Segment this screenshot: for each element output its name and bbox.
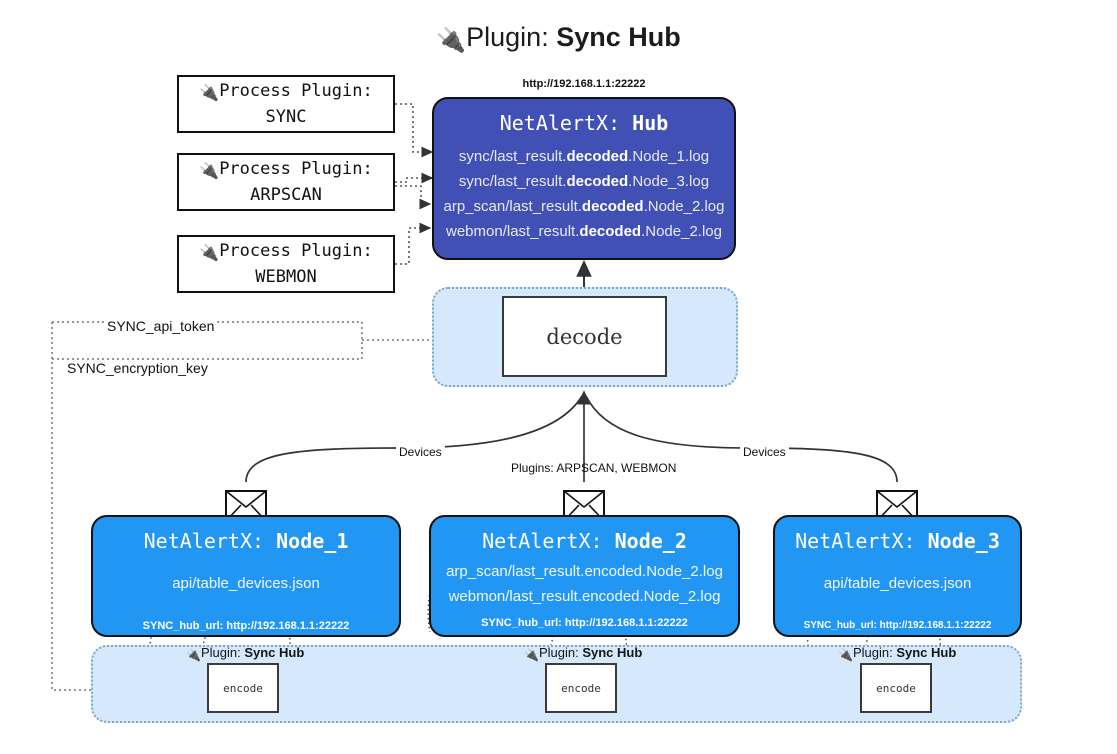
node-data-line: api/table_devices.json (823, 575, 972, 592)
encode-label: encode (876, 681, 916, 695)
plug-icon: 🔌 (199, 160, 220, 180)
process-plugin-arpscan[interactable]: 🔌Process Plugin: ARPSCAN (177, 153, 395, 211)
process-plugin-label: Process Plugin: (219, 158, 373, 179)
page-title-strong: Sync Hub (556, 22, 681, 52)
process-plugin-webmon[interactable]: 🔌Process Plugin: WEBMON (177, 235, 395, 293)
plug-icon: 🔌 (436, 27, 467, 54)
hub-log-line: sync/last_result.decoded.Node_3.log (434, 169, 734, 194)
hub-log-post: .Node_2.log (641, 223, 722, 240)
encoder-caption-prefix: Plugin: (852, 645, 893, 660)
hub-log-post: .Node_1.log (628, 148, 710, 165)
plug-icon: 🔌 (186, 648, 201, 662)
node-title-name: Node_1 (276, 529, 349, 553)
hub-log-pre: sync/last_result. (458, 173, 567, 190)
process-plugin-name: WEBMON (255, 266, 317, 287)
edge-label-devices-right: Devices (740, 445, 789, 459)
node-title-name: Node_3 (927, 529, 1000, 553)
hub-log-post: .Node_3.log (628, 173, 710, 190)
process-plugin-sync[interactable]: 🔌Process Plugin: SYNC (177, 75, 395, 133)
hub-title: NetAlertX: Hub (434, 111, 734, 135)
node-title-prefix: NetAlertX: (143, 529, 265, 553)
hub-log-line: arp_scan/last_result.decoded.Node_2.log (434, 194, 734, 219)
node-title-prefix: NetAlertX: (795, 529, 916, 553)
encoder-caption-prefix: Plugin: (200, 645, 241, 660)
page-title: 🔌Plugin: Sync Hub (0, 17, 1117, 61)
plug-icon: 🔌 (524, 648, 539, 662)
hub-log-post: .Node_2.log (643, 198, 725, 215)
encoder-caption-strong: Sync Hub (896, 645, 957, 660)
hub-log-mid: decoded (566, 173, 629, 190)
hub-log-mid: decoded (566, 148, 629, 165)
decode-box[interactable]: decode (502, 296, 667, 377)
encode-label: encode (561, 681, 601, 695)
edge-label-plugins-center: Plugins: ARPSCAN, WEBMON (511, 461, 677, 475)
process-plugin-label: Process Plugin: (219, 240, 373, 261)
process-plugin-label: Process Plugin: (219, 80, 373, 101)
node-card-node-1[interactable]: NetAlertX: Node_1 api/table_devices.json… (91, 515, 401, 637)
node-data-line: webmon/last_result.encoded.Node_2.log (448, 588, 721, 605)
node-data-line: arp_scan/last_result.encoded.Node_2.log (446, 563, 723, 580)
node-title: NetAlertX: Node_3 (775, 529, 1020, 553)
node-footer: SYNC_hub_url: http://192.168.1.1:22222 (142, 620, 350, 632)
setting-api-token: SYNC_api_token (104, 318, 218, 334)
encode-box-node-2[interactable]: encode (545, 663, 617, 713)
process-plugin-name: SYNC (265, 106, 307, 127)
hub-log-pre: sync/last_result. (458, 148, 567, 165)
node-title-prefix: NetAlertX: (482, 529, 603, 553)
node-card-node-3[interactable]: NetAlertX: Node_3 api/table_devices.json… (773, 515, 1022, 637)
hub-log-mid: decoded (579, 223, 642, 240)
edge-label-devices-left: Devices (396, 445, 445, 459)
node-title: NetAlertX: Node_1 (93, 529, 399, 553)
hub-log-pre: arp_scan/last_result. (443, 198, 582, 215)
hub-card[interactable]: NetAlertX: Hub sync/last_result.decoded.… (432, 97, 736, 260)
process-plugin-name: ARPSCAN (250, 184, 322, 205)
hub-title-prefix: NetAlertX: (499, 111, 621, 135)
hub-log-pre: webmon/last_result. (446, 223, 580, 240)
node-title-name: Node_2 (614, 529, 687, 553)
hub-log-line: sync/last_result.decoded.Node_1.log (434, 144, 734, 169)
node-footer: SYNC_hub_url: http://192.168.1.1:22222 (803, 620, 992, 631)
hub-title-name: Hub (632, 111, 669, 135)
node-footer: SYNC_hub_url: http://192.168.1.1:22222 (481, 617, 688, 629)
page-title-prefix: Plugin: (466, 22, 549, 52)
encoder-caption-node-1: 🔌Plugin: Sync Hub (186, 645, 304, 662)
node-card-node-2[interactable]: NetAlertX: Node_2 arp_scan/last_result.e… (429, 515, 740, 637)
hub-log-mid: decoded (581, 198, 644, 215)
decode-label: decode (546, 324, 623, 349)
plug-icon: 🔌 (199, 242, 220, 262)
hub-log-line: webmon/last_result.decoded.Node_2.log (434, 219, 734, 244)
encode-box-node-1[interactable]: encode (207, 663, 279, 713)
plug-icon: 🔌 (838, 648, 853, 662)
encoder-caption-strong: Sync Hub (582, 645, 643, 660)
node-data-line: api/table_devices.json (172, 575, 320, 592)
hub-url: http://192.168.1.1:22222 (522, 78, 646, 90)
encoder-caption-node-2: 🔌Plugin: Sync Hub (524, 645, 642, 662)
setting-encryption-key: SYNC_encryption_key (64, 360, 211, 376)
encoder-caption-strong: Sync Hub (244, 645, 305, 660)
node-title: NetAlertX: Node_2 (431, 529, 738, 553)
encode-box-node-3[interactable]: encode (860, 663, 932, 713)
encoder-caption-prefix: Plugin: (538, 645, 579, 660)
encoder-caption-node-3: 🔌Plugin: Sync Hub (838, 645, 956, 662)
plug-icon: 🔌 (199, 82, 220, 102)
encode-label: encode (223, 681, 263, 695)
